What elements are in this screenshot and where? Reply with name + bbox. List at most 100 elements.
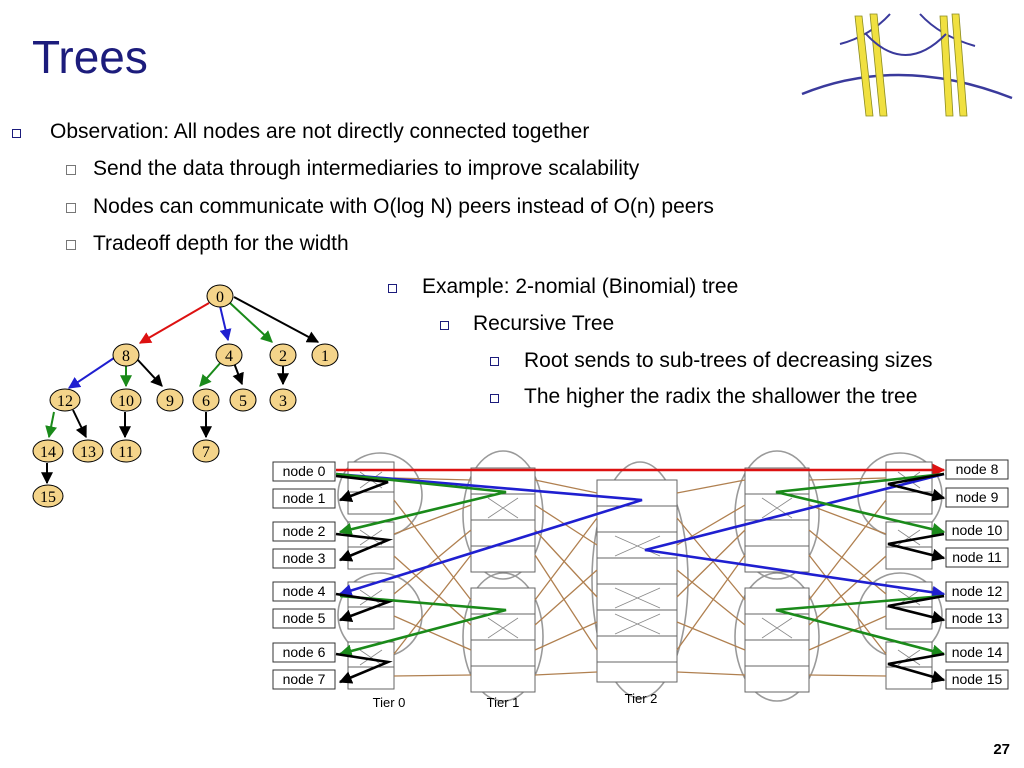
svg-text:node 13: node 13 [952,610,1003,626]
bullet-marker-icon [490,357,499,366]
tree-edge [232,362,244,386]
node-label-right: node 15 [945,669,1009,690]
bullet-recursive: Recursive Tree [473,312,615,335]
svg-text:12: 12 [57,393,73,410]
node-label-left: node 6 [272,642,336,663]
tree-node-10: 10 [110,388,142,412]
slide-title: Trees [32,31,148,83]
tree-node-2: 2 [269,343,297,367]
svg-text:node 14: node 14 [952,644,1003,660]
tree-edge [45,411,58,439]
bullet-marker-icon [440,321,449,330]
bullet-log-n: Nodes can communicate with O(log N) peer… [93,195,714,218]
svg-text:1: 1 [321,348,329,365]
bullet-marker-icon [66,165,76,175]
svg-text:node 0: node 0 [283,463,326,479]
broadcast-arrows [335,463,946,684]
node-label-left: node 3 [272,548,336,569]
tree-node-15: 15 [32,484,64,508]
bullet-radix: The higher the radix the shallower the t… [524,385,918,408]
tree-node-0: 0 [206,284,234,308]
node-label-left: node 4 [272,581,336,602]
tree-node-5: 5 [229,388,257,412]
node-label-left: node 0 [272,461,336,482]
tree-edge [219,305,232,342]
tree-node-6: 6 [192,388,220,412]
svg-text:14: 14 [40,444,56,461]
svg-text:node 7: node 7 [283,671,326,687]
tree-edge [138,302,210,344]
node-label-left: node 7 [272,669,336,690]
bullet-marker-icon [490,394,499,403]
tree-node-4: 4 [215,343,243,367]
tree-edge [72,409,87,439]
bullet-marker-icon [66,203,76,213]
switch-ellipses [337,450,943,702]
svg-text:node 6: node 6 [283,644,326,660]
svg-text:15: 15 [40,489,56,506]
bullet-example: Example: 2-nomial (Binomial) tree [422,275,739,298]
svg-text:node 1: node 1 [283,490,326,506]
bullet-marker-icon [66,240,76,250]
svg-text:3: 3 [279,393,287,410]
node-label-right: node 12 [945,581,1009,602]
svg-text:11: 11 [118,444,133,461]
node-label-left: node 2 [272,521,336,542]
node-labels: node 0 node 1 node 2 node 3 node 4 node … [272,459,1009,690]
svg-text:node 10: node 10 [952,522,1003,538]
bullet-marker-icon [12,129,21,138]
node-label-right: node 11 [945,547,1009,568]
tree-node-1: 1 [311,343,339,367]
tier-label: Tier 1 [487,695,520,710]
node-label-right: node 13 [945,608,1009,629]
bullet-marker-icon [388,284,397,293]
switch-boxes [347,461,933,693]
bullet-intermediaries: Send the data through intermediaries to … [93,157,640,180]
tree-edge [68,357,115,389]
svg-text:0: 0 [216,289,224,306]
node-label-left: node 1 [272,488,336,509]
svg-text:node 12: node 12 [952,583,1003,599]
tree-node-9: 9 [156,388,184,412]
logo-icon [801,13,1013,117]
tree-node-8: 8 [112,343,140,367]
svg-text:node 2: node 2 [283,523,326,539]
svg-text:5: 5 [239,393,247,410]
svg-text:8: 8 [122,348,130,365]
svg-text:node 11: node 11 [952,549,1002,565]
svg-text:7: 7 [202,444,210,461]
tree-node-7: 7 [192,439,220,463]
tree-edge [136,358,163,387]
svg-text:10: 10 [118,393,134,410]
tree-node-3: 3 [269,388,297,412]
svg-text:node 5: node 5 [283,610,326,626]
svg-text:node 4: node 4 [283,583,326,599]
svg-text:node 9: node 9 [956,489,999,505]
tree-edge [233,296,320,343]
tier-label: Tier 2 [625,691,658,706]
box-crosses [359,471,921,666]
svg-text:node 15: node 15 [952,671,1003,687]
svg-text:4: 4 [225,348,233,365]
binomial-tree-diagram: 0 8 4 2 1 12 10 9 6 5 3 14 13 11 7 15 [32,284,339,508]
svg-text:13: 13 [80,444,96,461]
svg-text:node 8: node 8 [956,461,999,477]
tree-edge [199,360,223,387]
node-label-right: node 10 [945,520,1009,541]
node-label-right: node 14 [945,642,1009,663]
tree-node-12: 12 [49,388,81,412]
tree-edge [229,302,273,343]
node-label-right: node 8 [945,459,1009,480]
tree-node-11: 11 [110,439,142,463]
tier-label: Tier 0 [373,695,406,710]
bullet-observation: Observation: All nodes are not directly … [50,120,590,143]
tree-node-14: 14 [32,439,64,463]
svg-text:node 3: node 3 [283,550,326,566]
svg-text:2: 2 [279,348,287,365]
bullet-tradeoff: Tradeoff depth for the width [93,232,349,255]
node-label-left: node 5 [272,608,336,629]
tier-labels: Tier 0 Tier 1 Tier 2 [373,691,658,710]
page-number: 27 [993,741,1010,758]
tree-node-13: 13 [72,439,104,463]
